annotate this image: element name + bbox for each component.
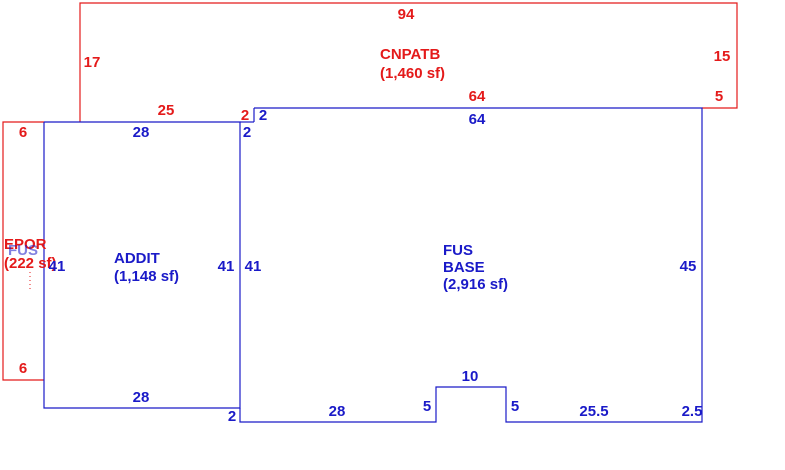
dim-cnpatb-right-step: 5	[715, 88, 723, 105]
dim-addit-left: 41	[218, 258, 235, 275]
cnpatb-area: (1,460 sf)	[380, 65, 445, 82]
dim-addit-right: 41	[245, 258, 262, 275]
dim-epor-bottom: 6	[19, 360, 27, 377]
dim-fus-top-step: 2	[259, 107, 267, 124]
dim-addit-bottom-step: 2	[228, 408, 236, 425]
epor-overlap-label: FUS	[8, 242, 38, 259]
dim-cnpatb-left: 17	[84, 54, 101, 71]
dim-cnpatb-right: 15	[714, 48, 731, 65]
dim-epor-top: 6	[19, 124, 27, 141]
addit-name: ADDIT	[114, 250, 160, 267]
dim-addit-bottom: 28	[133, 389, 150, 406]
fus-area: (2,916 sf)	[443, 276, 508, 293]
dim-fus-top: 64	[469, 111, 486, 128]
dim-addit-top: 28	[133, 124, 150, 141]
dim-cnpatb-inner-left: 25	[158, 102, 175, 119]
fus-name-2: BASE	[443, 259, 485, 276]
fus-name-1: FUS	[443, 242, 473, 259]
dim-addit-right-step: 2	[243, 124, 251, 141]
epor-area: (222 sf)	[4, 255, 57, 272]
dim-fus-corner: 2.5	[682, 403, 703, 420]
cnpatb-name: CNPATB	[380, 46, 440, 63]
dim-fus-bottom-right: 25.5	[579, 403, 608, 420]
addit-area: (1,148 sf)	[114, 268, 179, 285]
fus-outline	[239, 107, 703, 423]
dim-fus-right: 45	[680, 258, 697, 275]
dim-fus-notch-right: 5	[511, 398, 519, 415]
dim-fus-notch-top: 10	[462, 368, 479, 385]
dim-cnpatb-inner-bottom: 64	[469, 88, 486, 105]
epor-outline	[2, 121, 44, 381]
dim-fus-notch-left: 5	[423, 398, 431, 415]
dim-cnpatb-top: 94	[398, 6, 415, 23]
epor-name: EPOR	[4, 236, 47, 253]
cnpatb-outline	[79, 2, 738, 122]
dim-epor-side: 41	[49, 258, 66, 275]
dim-fus-bottom-left: 28	[329, 403, 346, 420]
dim-cnpatb-inner-step: 2	[241, 107, 249, 124]
